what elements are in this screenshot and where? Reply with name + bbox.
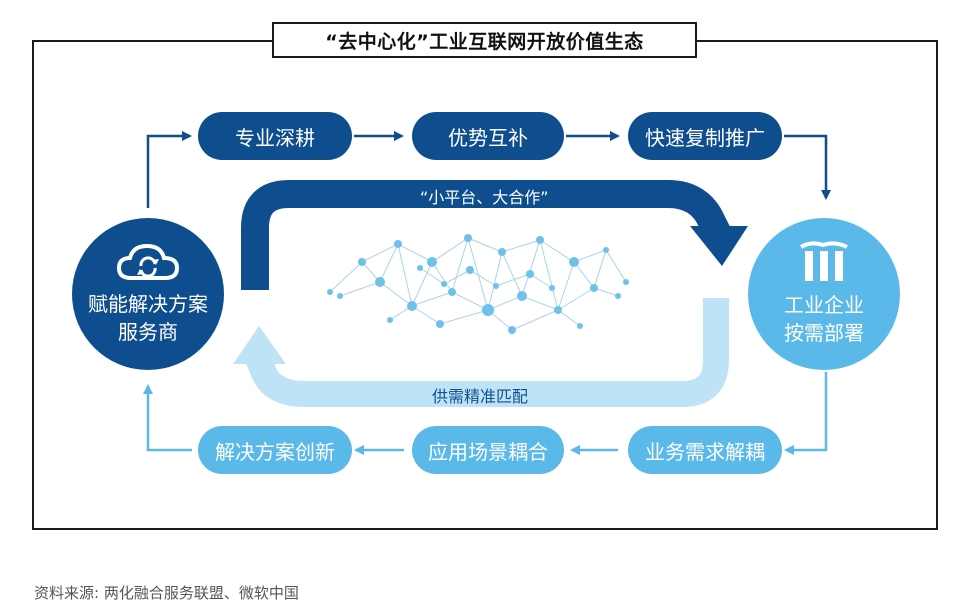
connector-top-to-right (784, 134, 831, 200)
node-left-line2: 服务商 (118, 320, 178, 344)
diagram-title: “去中心化”工业互联网开放价值生态 (272, 22, 697, 58)
network-nodes (327, 234, 629, 334)
pill-scenario-coupling: 应用场景耦合 (412, 426, 564, 474)
network-illustration (329, 236, 627, 331)
connector-right-to-bottom (784, 372, 828, 455)
connector-bottom-to-left (143, 384, 192, 452)
source-note: 资料来源: 两化融合服务联盟、微软中国 (34, 584, 299, 602)
pill-complementary-advantages: 优势互补 (412, 112, 564, 160)
node-solution-provider: 赋能解决方案 服务商 (72, 218, 224, 370)
top-loop-arrow (241, 180, 731, 290)
connector-left-to-top (146, 131, 192, 208)
cloud-sync-icon (117, 243, 179, 280)
node-industrial-enterprise: 工业企业 按需部署 (748, 218, 900, 370)
pill-solution-innovation: 解决方案创新 (198, 426, 352, 474)
node-right-line2: 按需部署 (784, 321, 864, 345)
bottom-loop-label: 供需精准匹配 (432, 387, 529, 406)
factory-icon (799, 241, 848, 281)
node-right-line1: 工业企业 (784, 293, 864, 317)
pill-demand-decoupling: 业务需求解耦 (628, 426, 782, 474)
pill-professional-deepening: 专业深耕 (198, 112, 352, 160)
bottom-loop-arrow (245, 298, 729, 407)
bottom-loop-arrowhead (233, 326, 286, 364)
pill-rapid-replication: 快速复制推广 (628, 112, 782, 160)
top-loop-arrowhead (690, 226, 748, 266)
node-left-line1: 赋能解决方案 (88, 292, 208, 316)
top-loop-label: “小平台、大合作” (420, 188, 549, 207)
